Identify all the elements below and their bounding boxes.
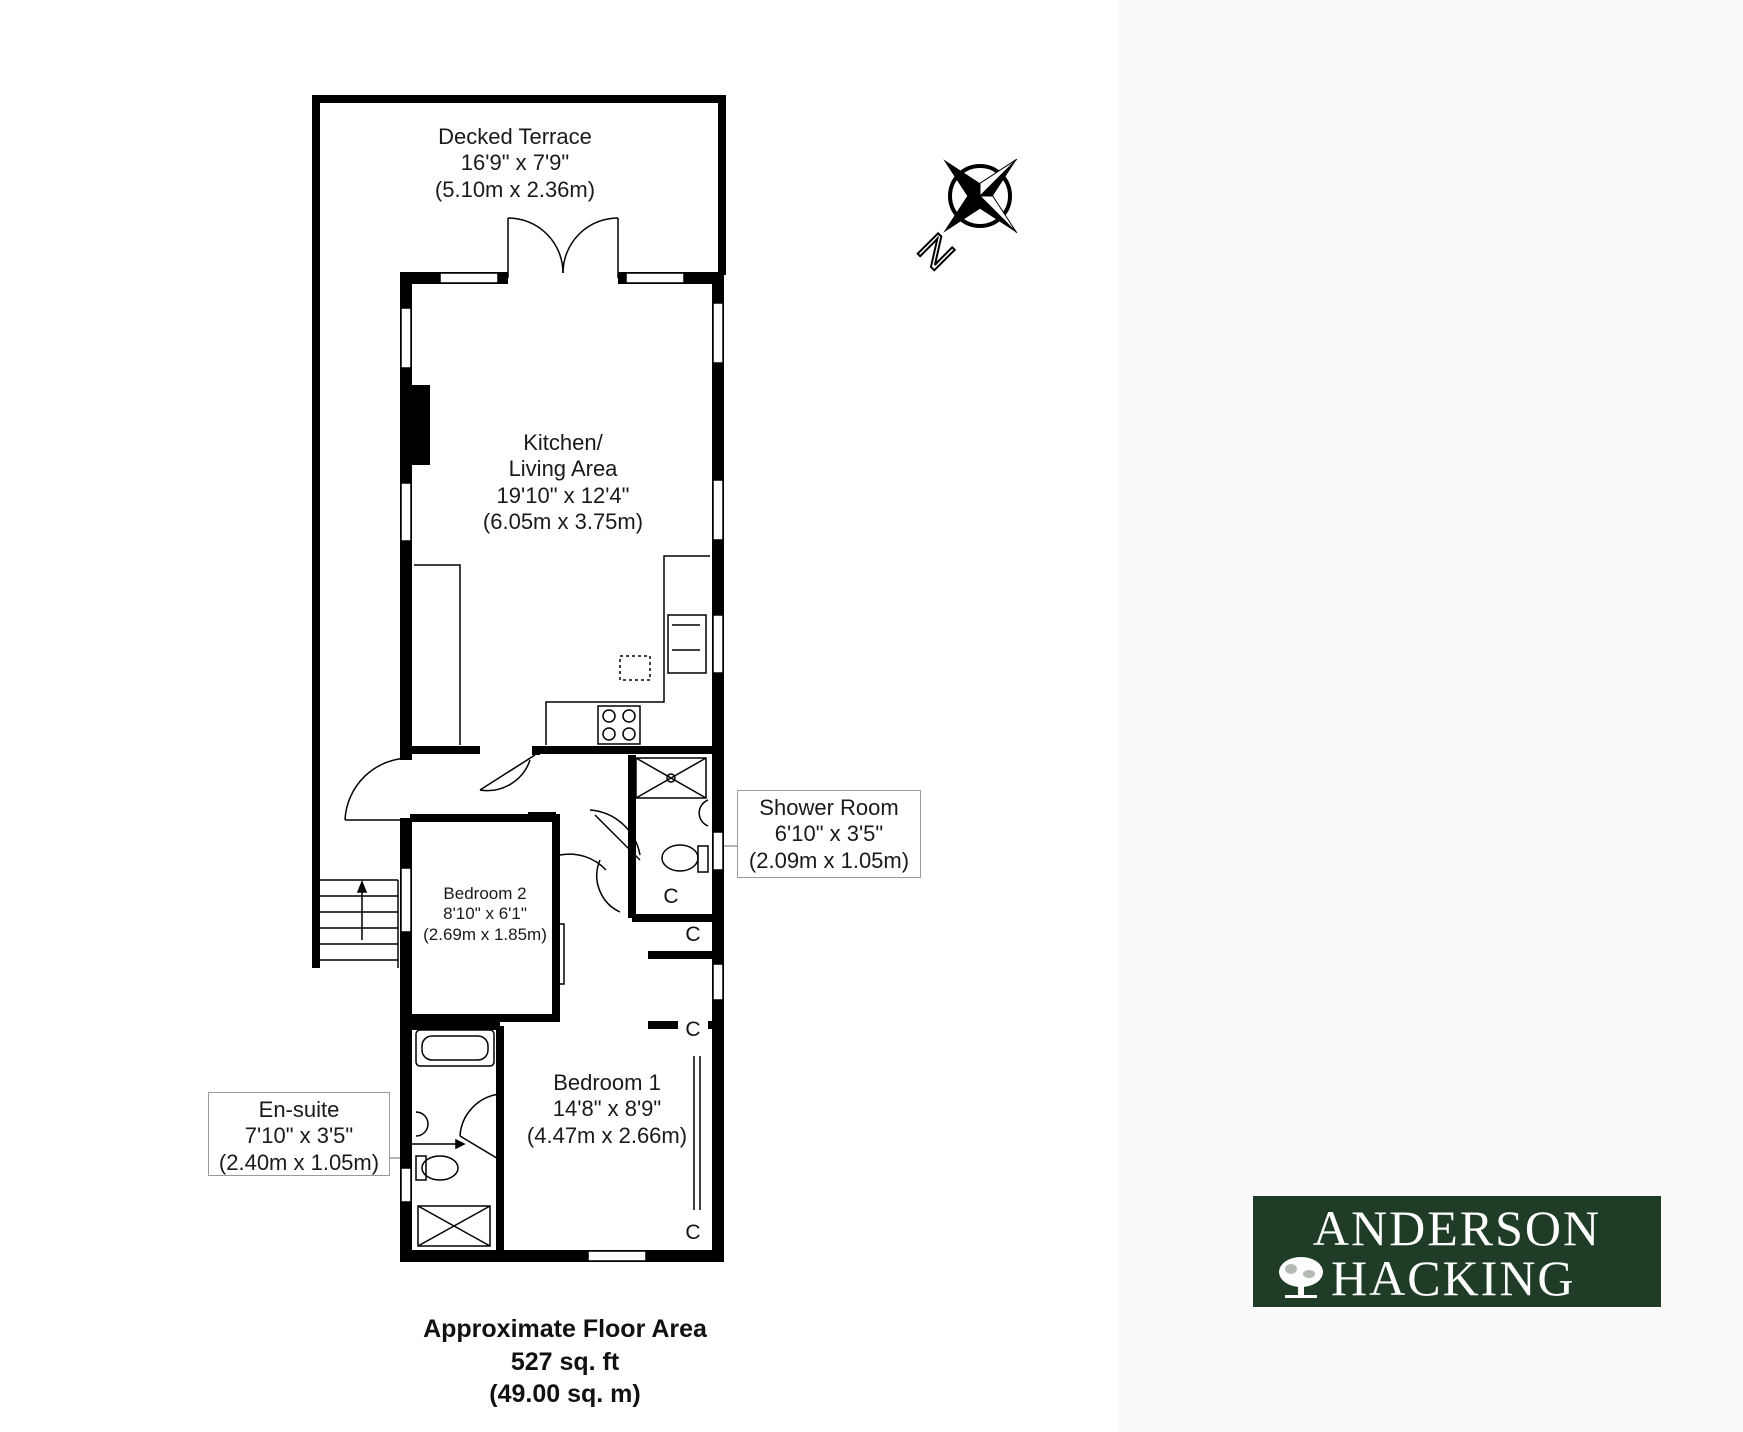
ensuite-imperial: 7'10" x 3'5" <box>244 1123 354 1149</box>
shower-room-imperial: 6'10" x 3'5" <box>774 821 884 847</box>
shower-tray-icon <box>417 1205 491 1247</box>
kitchen-metric: (6.05m x 3.75m) <box>482 509 644 535</box>
anderson-hacking-logo: ANDERSON HACKING <box>1253 1196 1661 1307</box>
bath-icon <box>415 1029 495 1067</box>
kitchen-name-line1: Kitchen/ <box>523 430 603 455</box>
bedroom1-metric: (4.47m x 2.66m) <box>526 1122 688 1148</box>
bedroom2-label: Bedroom 2 8'10" x 6'1" (2.69m x 1.85m) <box>410 884 560 945</box>
basin-icon <box>698 799 709 827</box>
logo-line2: HACKING <box>1331 1250 1576 1306</box>
ensuite-metric: (2.40m x 1.05m) <box>218 1149 380 1175</box>
tree-icon <box>1279 1257 1323 1298</box>
bedroom2-name: Bedroom 2 <box>443 884 527 903</box>
ensuite-fixtures <box>400 1029 495 1247</box>
ensuite-name: En-suite <box>258 1097 340 1122</box>
french-doors <box>507 217 619 278</box>
shower-room-metric: (2.09m x 1.05m) <box>748 847 910 873</box>
decked-terrace-label: Decked Terrace 16'9" x 7'9" (5.10m x 2.3… <box>415 124 615 203</box>
shower-room-callout: Shower Room 6'10" x 3'5" (2.09m x 1.05m) <box>737 790 921 878</box>
callout-leaders <box>388 845 738 1159</box>
door-swings <box>344 754 641 1161</box>
windows <box>400 272 724 1262</box>
wardrobe <box>693 1056 701 1210</box>
bedroom1-name: Bedroom 1 <box>553 1070 661 1095</box>
stairs <box>320 879 399 968</box>
floor-area-title: Approximate Floor Area <box>423 1315 707 1343</box>
compass-rose-icon <box>943 158 1018 234</box>
cupboard-label: C <box>663 885 679 908</box>
toilet-icon <box>421 1155 459 1181</box>
bedroom2-imperial: 8'10" x 6'1" <box>443 904 527 924</box>
floor-area-metric: (49.00 sq. m) <box>489 1380 641 1408</box>
shower-tray-icon <box>635 757 707 799</box>
cupboard-label: C <box>678 1220 708 1246</box>
compass-north-label: N <box>908 223 965 280</box>
basin-icon <box>415 1111 429 1137</box>
decked-terrace-name: Decked Terrace <box>438 124 592 149</box>
background-panel <box>1118 0 1743 1432</box>
sink-icon <box>667 614 707 674</box>
internal-walls <box>410 746 720 1250</box>
terrace-outline <box>312 95 726 968</box>
ensuite-callout: En-suite 7'10" x 3'5" (2.40m x 1.05m) <box>208 1092 390 1176</box>
hob-icon <box>597 705 641 745</box>
bedroom1-label: Bedroom 1 14'8" x 8'9" (4.47m x 2.66m) <box>512 1070 702 1149</box>
shower-room-fixtures <box>635 757 709 873</box>
cupboard-label: C <box>678 922 708 948</box>
bedroom1-imperial: 14'8" x 8'9" <box>552 1096 662 1122</box>
bedroom2-metric: (2.69m x 1.85m) <box>423 924 547 944</box>
decked-terrace-imperial: 16'9" x 7'9" <box>460 150 570 176</box>
shower-room-name: Shower Room <box>759 795 899 820</box>
decked-terrace-metric: (5.10m x 2.36m) <box>434 176 596 202</box>
toilet-icon <box>661 844 699 872</box>
kitchen-imperial: 19'10" x 12'4" <box>496 482 630 508</box>
kitchen-name-line2: Living Area <box>508 456 618 482</box>
kitchen-units <box>414 555 710 745</box>
floor-area-imperial: 527 sq. ft <box>510 1347 620 1376</box>
cupboard-label: C <box>678 1017 708 1043</box>
floor-area-summary: Approximate Floor Area 527 sq. ft (49.00… <box>395 1313 735 1411</box>
kitchen-label: Kitchen/ Living Area 19'10" x 12'4" (6.0… <box>463 430 663 536</box>
logo-line1: ANDERSON <box>1312 1200 1602 1256</box>
svg-text:N: N <box>909 224 964 279</box>
